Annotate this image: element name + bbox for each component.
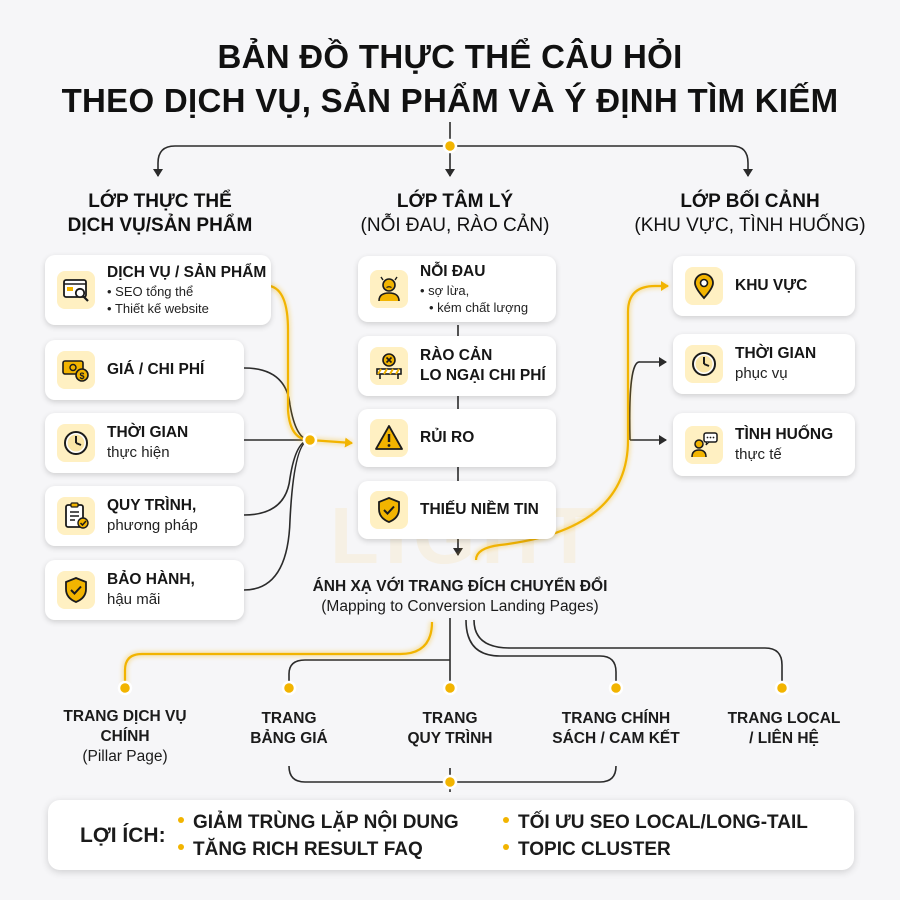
junction-dot bbox=[774, 680, 790, 696]
entity-card-warranty[interactable]: BẢO HÀNH, hậu mãi bbox=[45, 560, 244, 620]
top-branch-line bbox=[450, 145, 753, 177]
context-line bbox=[628, 357, 667, 441]
barrier-icon bbox=[370, 347, 408, 385]
junction-dot bbox=[442, 138, 458, 154]
junction-dot bbox=[281, 680, 297, 696]
column-heading-context: LỚP BỐI CẢNH (KHU VỰC, TÌNH HUỐNG) bbox=[634, 191, 866, 236]
entity-card-service[interactable]: DỊCH VỤ / SẢN PHẨM SEO tổng thể Thiết kế… bbox=[45, 255, 271, 325]
benefit-item: TỐI ƯU SEO LOCAL/LONG-TAIL bbox=[503, 812, 808, 834]
clock-icon bbox=[685, 345, 723, 383]
page-title-line-1: BẢN ĐỒ THỰC THỂ CÂU HỎI bbox=[217, 38, 683, 75]
landing-page-policy[interactable]: TRANG CHÍNH SÁCH / CAM KẾT bbox=[552, 710, 680, 747]
junction-dot bbox=[302, 432, 318, 448]
lower-branch-line bbox=[465, 619, 617, 688]
entity-card-time[interactable]: THỜI GIAN thực hiện bbox=[45, 413, 244, 473]
psychology-card-risk[interactable]: RỦI RO bbox=[358, 409, 556, 467]
benefit-item: TĂNG RICH RESULT FAQ bbox=[178, 839, 423, 861]
money-icon: $ bbox=[57, 351, 95, 389]
location-pin-icon bbox=[685, 267, 723, 305]
benefit-item: TOPIC CLUSTER bbox=[503, 839, 671, 861]
benefits-panel: LỢI ÍCH: GIẢM TRÙNG LẶP NỘI DUNG TĂNG RI… bbox=[48, 800, 854, 870]
mapping-heading: ÁNH XẠ VỚI TRANG ĐÍCH CHUYỂN ĐỔI (Mappin… bbox=[312, 578, 608, 615]
warning-icon bbox=[370, 419, 408, 457]
junction-dot bbox=[608, 680, 624, 696]
column-heading-psychology: LỚP TÂM LÝ (NỖI ĐAU, RÀO CẢN) bbox=[360, 191, 550, 236]
highlight-path bbox=[269, 284, 353, 448]
context-card-situation[interactable]: TÌNH HUỐNG thực tế bbox=[673, 413, 855, 476]
lower-branch-line bbox=[288, 659, 450, 688]
column-heading-entity: LỚP THỰC THỂ DỊCH VỤ/SẢN PHẨM bbox=[67, 191, 253, 236]
landing-page-pillar[interactable]: TRANG DỊCH VỤ CHÍNH (Pillar Page) bbox=[63, 708, 187, 765]
chat-person-icon bbox=[685, 425, 723, 464]
frustrated-person-icon bbox=[370, 270, 408, 308]
landing-page-local[interactable]: TRANG LOCAL / LIÊN HỆ bbox=[727, 710, 841, 747]
psychology-card-distrust[interactable]: THIẾU NIỀM TIN bbox=[358, 481, 556, 539]
entity-card-process[interactable]: QUY TRÌNH, phương pháp bbox=[45, 486, 244, 546]
web-search-icon bbox=[57, 271, 95, 309]
psychology-card-pain[interactable]: NỖI ĐAU sợ lừa, kém chất lượng bbox=[358, 256, 556, 322]
merge-line bbox=[243, 439, 311, 516]
psychology-card-barrier[interactable]: RÀO CẢN LO NGẠI CHI PHÍ bbox=[358, 336, 556, 396]
top-branch-line bbox=[153, 145, 450, 177]
shield-check-icon bbox=[370, 491, 408, 529]
junction-dot bbox=[442, 680, 458, 696]
svg-text:$: $ bbox=[79, 371, 84, 381]
clock-icon bbox=[57, 424, 95, 462]
clipboard-check-icon bbox=[57, 497, 95, 535]
benefit-item: GIẢM TRÙNG LẶP NỘI DUNG bbox=[178, 812, 459, 834]
context-card-region[interactable]: KHU VỰC bbox=[673, 256, 855, 316]
entity-card-price[interactable]: $ GIÁ / CHI PHÍ bbox=[45, 340, 244, 400]
shield-check-icon bbox=[57, 571, 95, 609]
junction-dot bbox=[442, 774, 458, 790]
landing-page-process[interactable]: TRANG QUY TRÌNH bbox=[407, 710, 493, 747]
context-card-service-time[interactable]: THỜI GIAN phục vụ bbox=[673, 334, 855, 394]
page-title-line-2: THEO DỊCH VỤ, SẢN PHẨM VÀ Ý ĐỊNH TÌM KIẾ… bbox=[61, 82, 839, 119]
merge-line bbox=[243, 439, 311, 591]
landing-page-pricing[interactable]: TRANG BẢNG GIÁ bbox=[250, 710, 328, 747]
lower-branch-line bbox=[473, 619, 783, 688]
merge-line bbox=[243, 367, 311, 441]
benefits-label: LỢI ÍCH: bbox=[80, 824, 166, 847]
junction-dot bbox=[117, 680, 133, 696]
